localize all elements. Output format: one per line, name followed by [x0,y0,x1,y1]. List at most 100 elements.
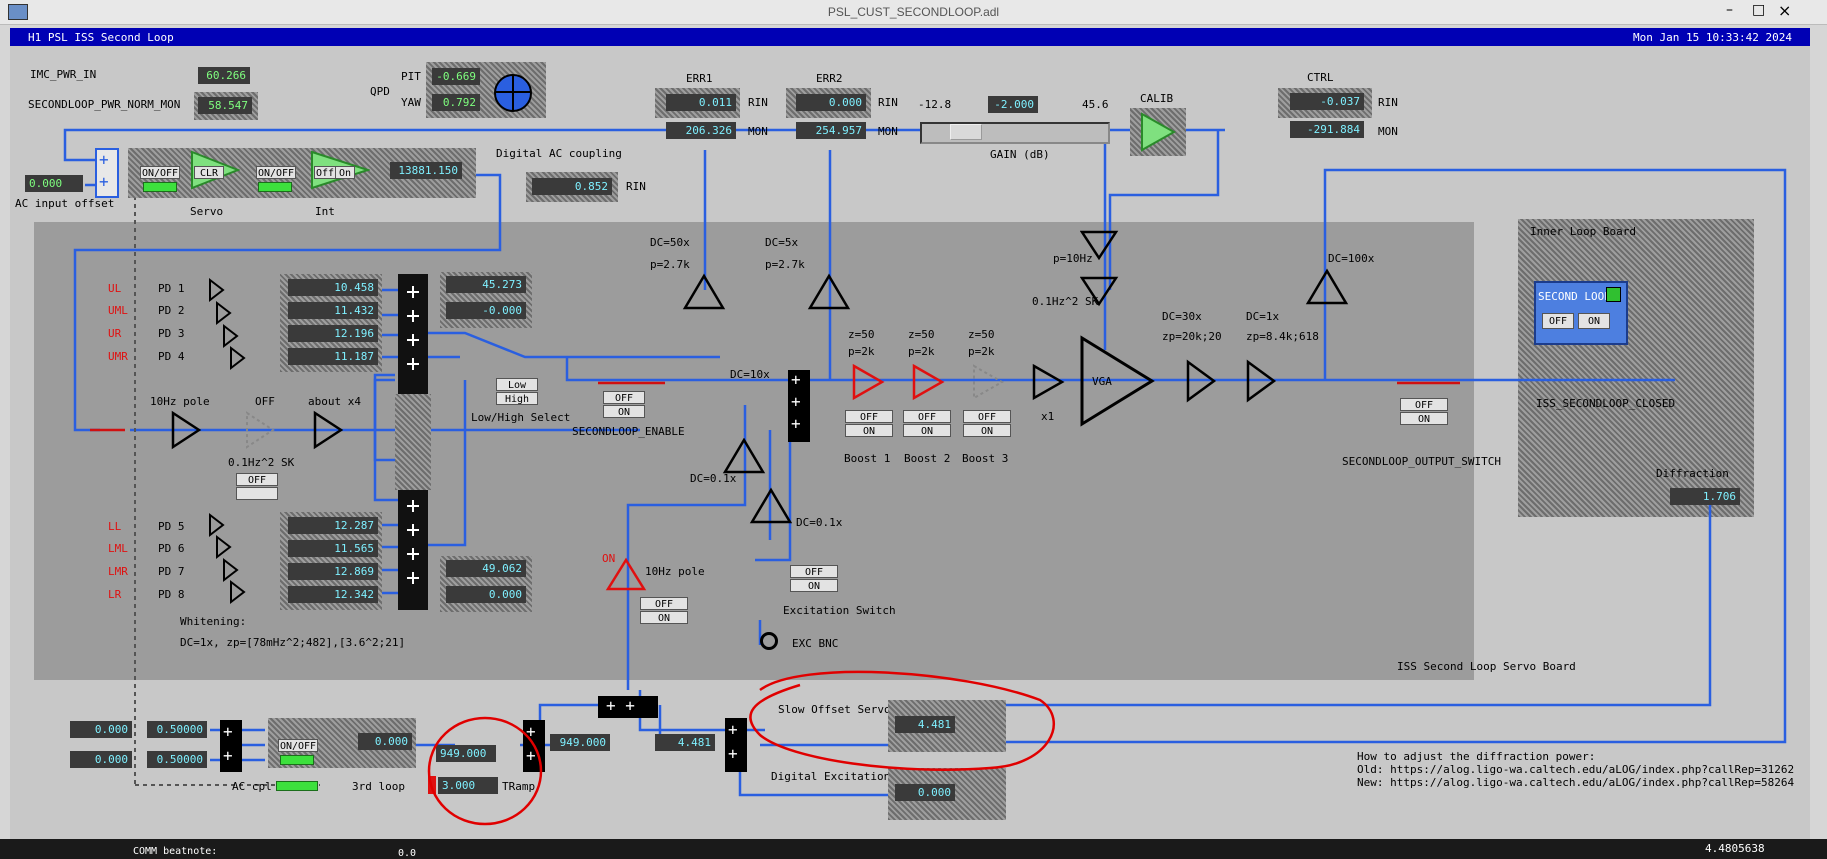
third-loop-led [280,755,314,765]
boost3-off-button[interactable]: OFF [963,410,1011,423]
qpd-label: QPD [370,85,390,98]
output-on-button[interactable]: ON [1400,412,1448,425]
int-on-button[interactable]: On [335,166,355,179]
howto-old-link[interactable]: Old: https://alog.ligo-wa.caltech.edu/aL… [1357,763,1795,776]
boost2-on-button[interactable]: ON [903,424,951,437]
sk-on-button[interactable] [236,487,278,500]
main-sum-junction [788,370,810,442]
board-label: ISS Second Loop Servo Board [1397,660,1576,673]
inner-board-title: Inner Loop Board [1530,225,1636,238]
dc100-label: DC=100x [1328,252,1375,265]
boost3-on-button[interactable]: ON [963,424,1011,437]
digital-ac-rin: 0.852 [532,178,612,195]
pd-diff-top: -0.000 [446,302,526,319]
pd3-value: 12.196 [288,325,378,342]
gain-slider-handle[interactable] [950,124,982,140]
ramp-value[interactable]: 949.000 [436,745,496,762]
acpl-led [276,781,318,791]
servo-onoff-button[interactable]: ON/OFF [140,166,180,179]
enable-on-button[interactable]: ON [603,405,645,418]
bottom-gain2[interactable]: 0.50000 [147,751,207,768]
imc-pwr-in-label: IMC_PWR_IN [30,68,97,81]
zp20k-label: zp=20k;20 [1162,330,1222,343]
pole10b-on-button[interactable]: ON [640,611,688,624]
gain-value-input[interactable]: -2.000 [988,96,1038,113]
bottom-gain1[interactable]: 0.50000 [147,721,207,738]
dc30-label: DC=30x [1162,310,1202,323]
enable-off-button[interactable]: OFF [603,391,645,404]
exc-off-button[interactable]: OFF [790,565,838,578]
screen-header: H1 PSL ISS Second Loop Mon Jan 15 10:33:… [10,28,1810,46]
dc50-label: DC=50x [650,236,690,249]
high-button[interactable]: High [496,392,538,405]
sk-off-button[interactable]: OFF [236,473,278,486]
x1-label: x1 [1041,410,1055,423]
third-loop-value: 0.000 [358,733,412,750]
tramp-value[interactable]: 3.000 [438,777,498,794]
taskbar-zero: 0.0 [398,848,417,859]
output-off-button[interactable]: OFF [1400,398,1448,411]
dc1-label: DC=1x [1246,310,1280,323]
int-off-button[interactable]: Off [314,166,336,179]
pd8-name: LR [108,588,122,601]
boost1-on-button[interactable]: ON [845,424,893,437]
header-datetime: Mon Jan 15 10:33:42 2024 [1633,31,1792,44]
pd2-name: UML [108,304,128,317]
third-loop-onoff-button[interactable]: ON/OFF [278,739,318,752]
pd7-label: PD 7 [158,565,185,578]
minimize-button[interactable]: – [1726,2,1733,18]
close-button[interactable]: × [1778,1,1792,20]
pd4-value: 11.187 [288,348,378,365]
bottom-in1[interactable]: 0.000 [70,721,132,738]
bottom-in2[interactable]: 0.000 [70,751,132,768]
tramp-label: TRamp [502,780,536,793]
window-titlebar: PSL_CUST_SECONDLOOP.adl – □ × [0,0,1827,25]
exc-on-button[interactable]: ON [790,579,838,592]
pole10b-off-button[interactable]: OFF [640,597,688,610]
pd4-label: PD 4 [158,350,185,363]
pd2-label: PD 2 [158,304,185,317]
servo-clr-button-overlay[interactable]: CLR [194,166,224,179]
acpl-label: AC cpl [232,780,272,793]
err1-mon: 206.326 [666,122,736,139]
int-onoff-button[interactable]: ON/OFF [256,166,296,179]
pd6-label: PD 6 [158,542,185,555]
imc-pwr-in-value: 60.266 [198,67,250,84]
int-led [258,182,292,192]
pd2-value: 11.432 [288,302,378,319]
err2-label: ERR2 [816,72,843,85]
zp84-label: zp=8.4k;618 [1246,330,1319,343]
enable-label: SECONDLOOP_ENABLE [572,425,685,438]
vga-chain-icons [1080,230,1277,427]
sk-off-label: OFF [255,395,275,408]
low-button[interactable]: Low [496,378,538,391]
howto-new-link[interactable]: New: https://alog.ligo-wa.caltech.edu/aL… [1357,776,1795,789]
digital-ac-label: Digital AC coupling [496,147,622,160]
ac-offset-label: AC input offset [15,197,115,210]
pd6-name: LML [108,542,128,555]
third-loop-label: 3rd loop [352,780,405,793]
pd-sum-top: 45.273 [446,276,526,293]
taskbar [0,839,1827,859]
boost1-off-button[interactable]: OFF [845,410,893,423]
output-switch-label: SECONDLOOP_OUTPUT_SWITCH [1342,455,1501,468]
boost2-off-button[interactable]: OFF [903,410,951,423]
pit-value: -0.669 [432,68,480,85]
second-loop-off-button[interactable]: OFF [1542,313,1574,329]
pole10b-label: 10Hz pole [645,565,705,578]
second-loop-on-button[interactable]: ON [1578,313,1610,329]
whitening-spec: DC=1x, zp=[78mHz^2;482],[3.6^2;21] [180,636,406,649]
ac-offset-input[interactable]: 0.000 [25,175,83,192]
yaw-value: 0.792 [432,94,480,111]
comm-label: COMM beatnote: [133,846,218,857]
err2-rin: 0.000 [796,94,866,111]
pd5-label: PD 5 [158,520,185,533]
calib-triangle-icon [1141,112,1176,152]
err2-mon: 254.957 [796,122,866,139]
exc-switch-label: Excitation Switch [783,604,896,617]
maximize-button[interactable]: □ [1752,2,1766,18]
summing-junction [95,148,119,198]
vga-label: VGA [1092,375,1112,388]
exc-bnc-label: EXC BNC [792,637,839,650]
